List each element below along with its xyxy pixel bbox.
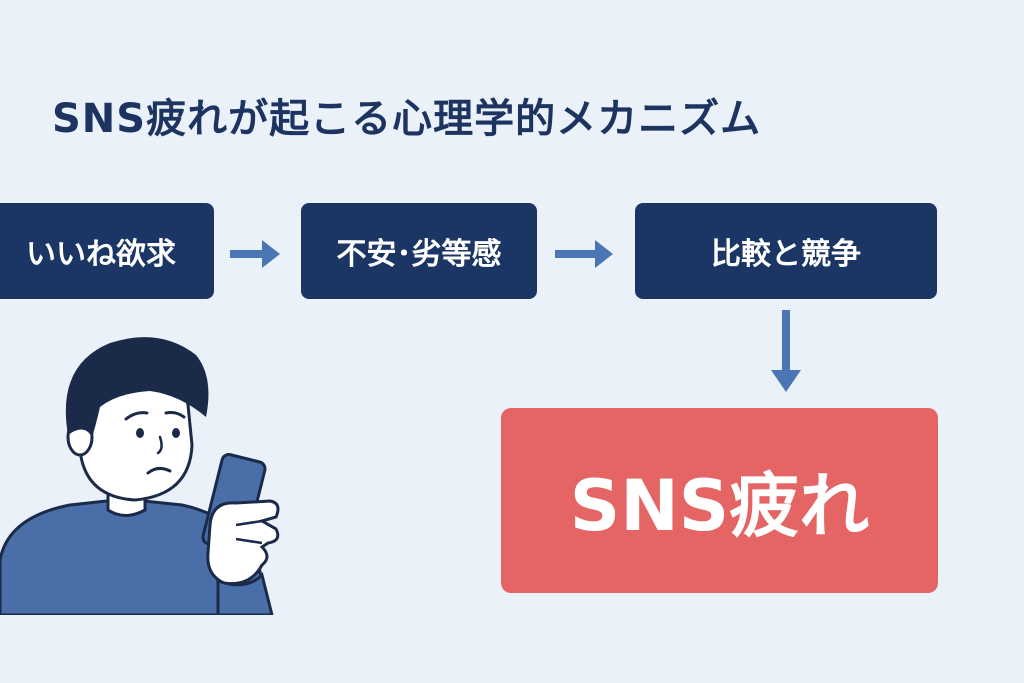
step-comparison-competition: 比較と競争: [635, 203, 937, 299]
step-like-desire: いいね欲求: [0, 203, 214, 299]
diagram-title: SNS疲れが起こる心理学的メカニズム: [52, 96, 762, 142]
step-anxiety-inferiority: 不安･劣等感: [301, 203, 537, 299]
result-sns-fatigue: SNS疲れ: [501, 408, 938, 593]
arrow-right-icon: [230, 240, 280, 268]
arrow-down-icon: [771, 310, 801, 392]
arrow-right-icon: [555, 240, 613, 268]
worried-person-illustration: [0, 337, 280, 615]
